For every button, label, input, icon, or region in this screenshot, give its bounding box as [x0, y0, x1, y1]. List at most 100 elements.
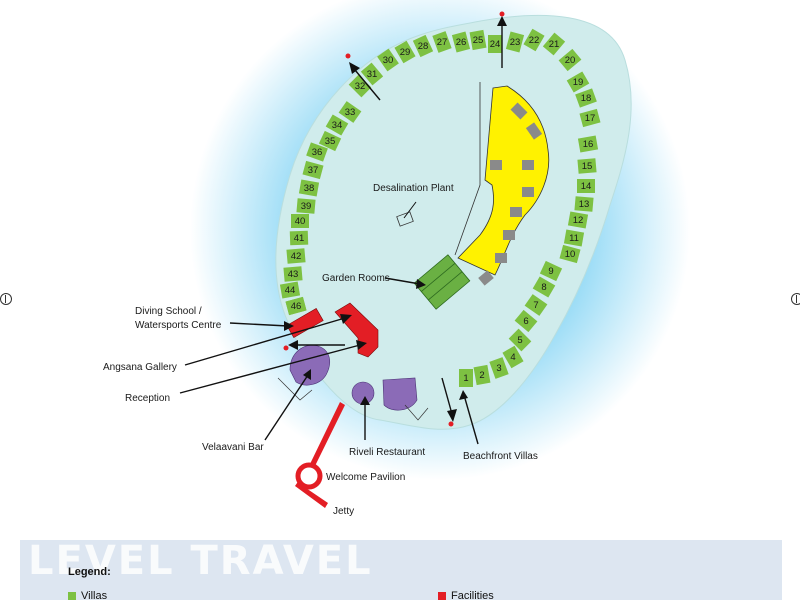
villa-number: 20 — [565, 55, 576, 66]
villa — [567, 211, 589, 229]
villa-number: 4 — [510, 352, 515, 363]
villa-number: 34 — [332, 120, 343, 131]
villa — [532, 276, 556, 298]
villa-number: 33 — [345, 107, 356, 118]
villa — [412, 34, 434, 58]
villa — [469, 29, 487, 51]
villa-number: 10 — [565, 249, 576, 260]
red-dots — [283, 11, 505, 427]
legend-facilities: Facilities — [438, 590, 494, 602]
legend-villas-label: Villas — [81, 590, 108, 602]
villa — [318, 130, 342, 152]
villa — [451, 31, 471, 53]
villa-number: 40 — [295, 216, 306, 227]
label-jetty: Jetty — [333, 506, 354, 517]
legend-facilities-label: Facilities — [451, 590, 494, 602]
villa-number: 42 — [291, 251, 302, 262]
watermark-logo: LEVEL TRAVEL — [28, 538, 373, 584]
villa-number: 17 — [585, 113, 596, 124]
rooms-units — [478, 102, 543, 286]
villa-number: 24 — [490, 39, 501, 50]
label-angsana: Angsana Gallery — [103, 362, 177, 373]
compass-icon — [0, 293, 12, 305]
villa — [285, 296, 307, 316]
villa — [505, 31, 525, 53]
villa — [579, 108, 601, 128]
villa-number: 27 — [437, 37, 448, 48]
villa-number: 29 — [400, 47, 411, 58]
villa-number: 11 — [569, 233, 579, 244]
villa — [577, 179, 595, 193]
label-diving-1: Diving School / — [135, 306, 202, 317]
rooms-building — [457, 85, 550, 276]
villa-number: 14 — [581, 181, 592, 192]
villa — [508, 328, 532, 352]
villa-number: 31 — [367, 69, 378, 80]
legend-villas: Villas — [68, 590, 107, 602]
label-riveli: Riveli Restaurant — [349, 447, 425, 458]
villa — [577, 135, 599, 153]
label-garden-rooms: Garden Rooms — [322, 273, 390, 284]
villa — [577, 158, 597, 174]
villa — [502, 345, 524, 369]
villa — [283, 266, 303, 282]
villa-number: 22 — [529, 35, 540, 46]
welcome-pavilion — [295, 462, 323, 490]
villa — [473, 364, 491, 386]
villa — [306, 142, 328, 162]
villa-number: 1 — [463, 373, 468, 384]
villa-number: 5 — [517, 335, 522, 346]
villa — [539, 260, 563, 282]
garden-rooms — [413, 254, 471, 310]
villa — [348, 74, 372, 98]
villa — [286, 248, 306, 264]
villa-number: 35 — [325, 136, 336, 147]
villa-number: 41 — [294, 233, 305, 244]
villa-number: 12 — [573, 215, 584, 226]
villa-number: 16 — [583, 139, 594, 150]
desalination-plant — [396, 211, 414, 227]
villa — [459, 369, 473, 387]
villa-number: 19 — [573, 77, 584, 88]
label-desalination: Desalination Plant — [373, 183, 454, 194]
villa-swatch — [68, 592, 76, 600]
villa-number: 23 — [510, 37, 521, 48]
villa-number: 18 — [581, 93, 592, 104]
villa — [338, 101, 362, 123]
riveli-restaurant — [382, 377, 418, 411]
villa — [289, 230, 309, 246]
villa — [279, 281, 301, 299]
villa-number: 44 — [285, 285, 296, 296]
villa-number: 21 — [549, 39, 560, 50]
villa — [298, 179, 320, 197]
villa-number: 28 — [418, 41, 429, 52]
villa-number: 43 — [288, 269, 299, 280]
villa-number: 8 — [541, 282, 546, 293]
villa-number: 26 — [456, 37, 467, 48]
villa — [542, 32, 566, 56]
villa-number: 38 — [304, 183, 315, 194]
villa — [394, 40, 416, 64]
villa — [558, 48, 582, 72]
villa — [514, 309, 538, 333]
villa-number: 3 — [496, 363, 501, 374]
facility-swatch — [438, 592, 446, 600]
villa — [563, 229, 585, 247]
villa — [325, 114, 349, 136]
villa — [559, 244, 581, 264]
arrows — [179, 16, 507, 445]
villa — [566, 71, 590, 93]
villa-number: 39 — [301, 201, 312, 212]
villa-number: 25 — [473, 35, 484, 46]
villa — [296, 198, 316, 214]
villa-number: 2 — [479, 370, 484, 381]
villa — [291, 214, 309, 228]
villa-number: 46 — [291, 301, 302, 312]
villa — [302, 160, 324, 180]
label-velaavani: Velaavani Bar — [202, 442, 264, 453]
villa-number: 37 — [308, 165, 319, 176]
villa-number: 6 — [523, 316, 528, 327]
label-beachfront: Beachfront Villas — [463, 451, 538, 462]
villa — [523, 28, 545, 52]
